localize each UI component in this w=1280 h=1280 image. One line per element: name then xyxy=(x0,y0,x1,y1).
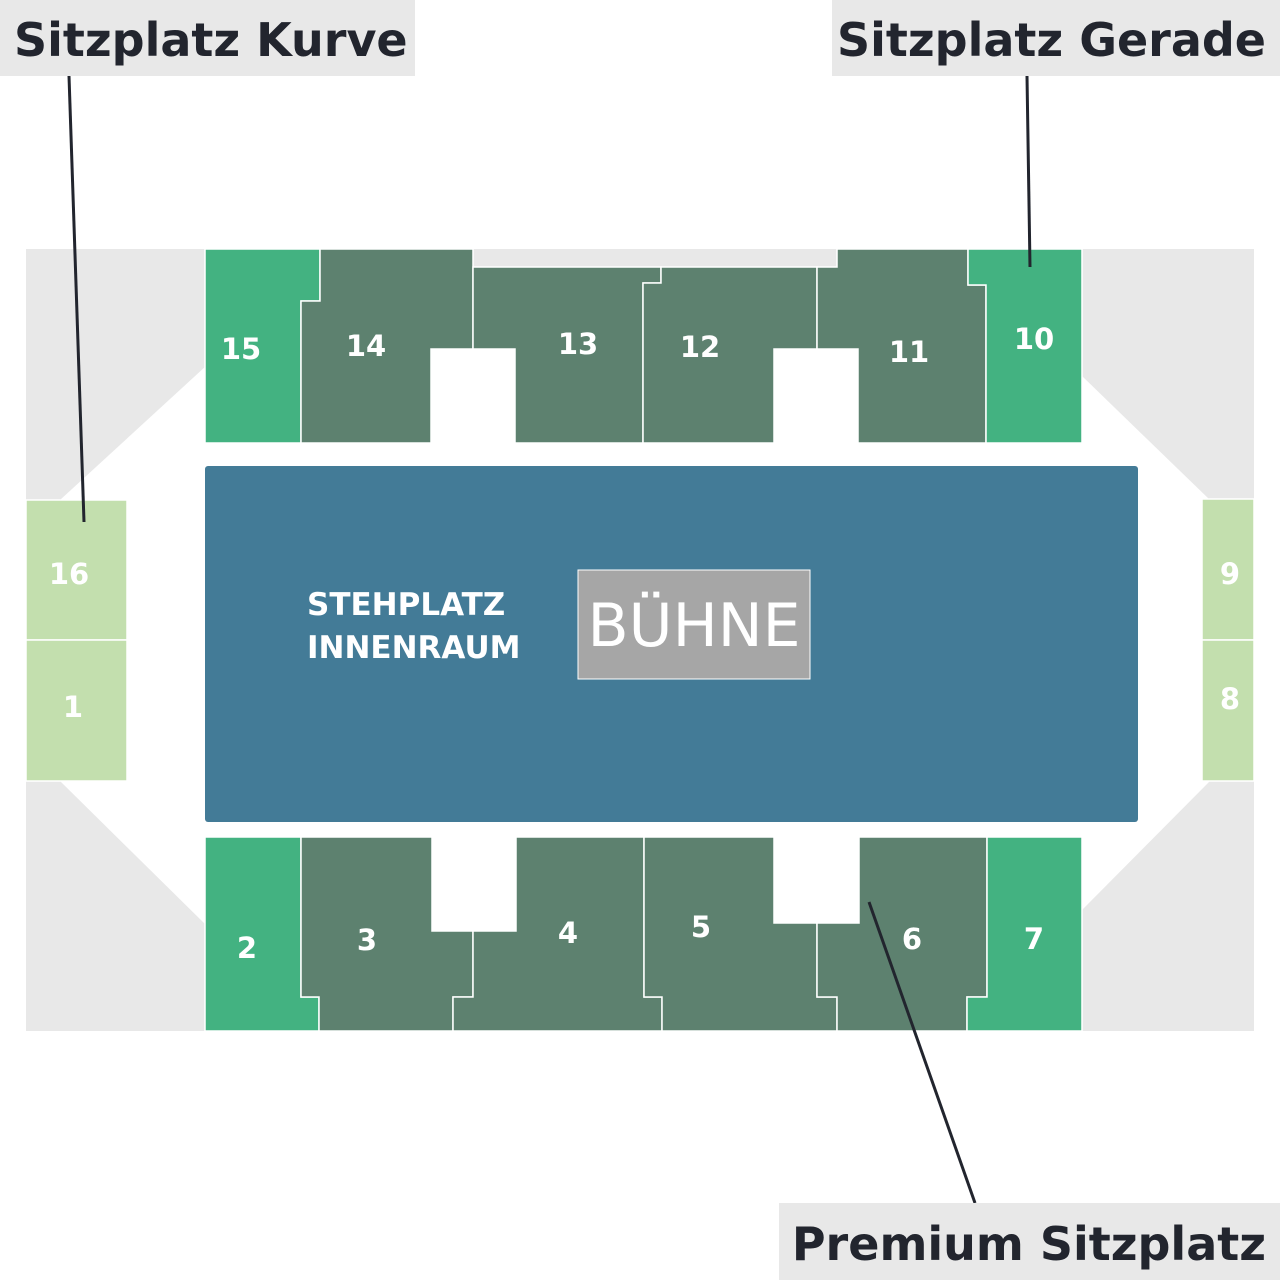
stage: BÜHNE xyxy=(577,569,811,680)
section-9[interactable]: 9 xyxy=(1201,498,1255,641)
section-7[interactable]: 7 xyxy=(966,836,1083,1032)
callout-line-gerade xyxy=(1025,75,1032,268)
section-13-label: 13 xyxy=(558,327,598,361)
callout-lines xyxy=(67,75,1032,1204)
section-5[interactable]: 5 xyxy=(643,836,838,1032)
callout-line-premium xyxy=(867,901,977,1204)
section-2-label: 2 xyxy=(237,931,257,965)
callout-sitzplatz-kurve: Sitzplatz Kurve xyxy=(0,0,415,76)
callout-premium-sitzplatz: Premium Sitzplatz xyxy=(779,1203,1280,1280)
section-4[interactable]: 4 xyxy=(452,836,663,1032)
section-14[interactable]: 14 xyxy=(300,248,474,444)
section-8-label: 8 xyxy=(1220,682,1240,716)
callout-gerade-text: Sitzplatz Gerade xyxy=(837,13,1266,67)
section-15-label: 15 xyxy=(221,332,261,366)
section-1[interactable]: 1 xyxy=(25,639,128,782)
arena-background xyxy=(26,249,1254,1031)
stage-label: BÜHNE xyxy=(588,590,801,661)
innenraum-label-line1: STEHPLATZ xyxy=(307,587,505,623)
section-9-label: 9 xyxy=(1220,557,1240,591)
section-3[interactable]: 3 xyxy=(300,836,474,1032)
callout-premium-text: Premium Sitzplatz xyxy=(792,1217,1266,1271)
section-13[interactable]: 13 xyxy=(472,266,662,444)
section-15[interactable]: 15 xyxy=(204,248,321,444)
callout-sitzplatz-gerade: Sitzplatz Gerade xyxy=(832,0,1280,76)
section-11-label: 11 xyxy=(889,335,929,369)
section-10[interactable]: 10 xyxy=(967,248,1083,444)
section-16-label: 16 xyxy=(49,557,89,591)
section-7-label: 7 xyxy=(1024,922,1044,956)
section-1-label: 1 xyxy=(63,690,83,724)
section-3-label: 3 xyxy=(357,923,377,957)
section-12-label: 12 xyxy=(680,330,720,364)
section-14-label: 14 xyxy=(346,329,386,363)
section-16[interactable]: 16 xyxy=(25,499,128,641)
section-11[interactable]: 11 xyxy=(816,248,987,444)
section-10-label: 10 xyxy=(1014,322,1054,356)
callout-kurve-text: Sitzplatz Kurve xyxy=(14,13,408,67)
section-4-label: 4 xyxy=(558,916,578,950)
section-6-label: 6 xyxy=(902,922,922,956)
callout-line-kurve xyxy=(67,75,86,523)
section-8[interactable]: 8 xyxy=(1201,639,1255,782)
section-12[interactable]: 12 xyxy=(642,266,818,444)
section-5-label: 5 xyxy=(691,910,711,944)
innenraum-label-line2: INNENRAUM xyxy=(307,630,520,666)
section-6[interactable]: 6 xyxy=(816,836,988,1032)
